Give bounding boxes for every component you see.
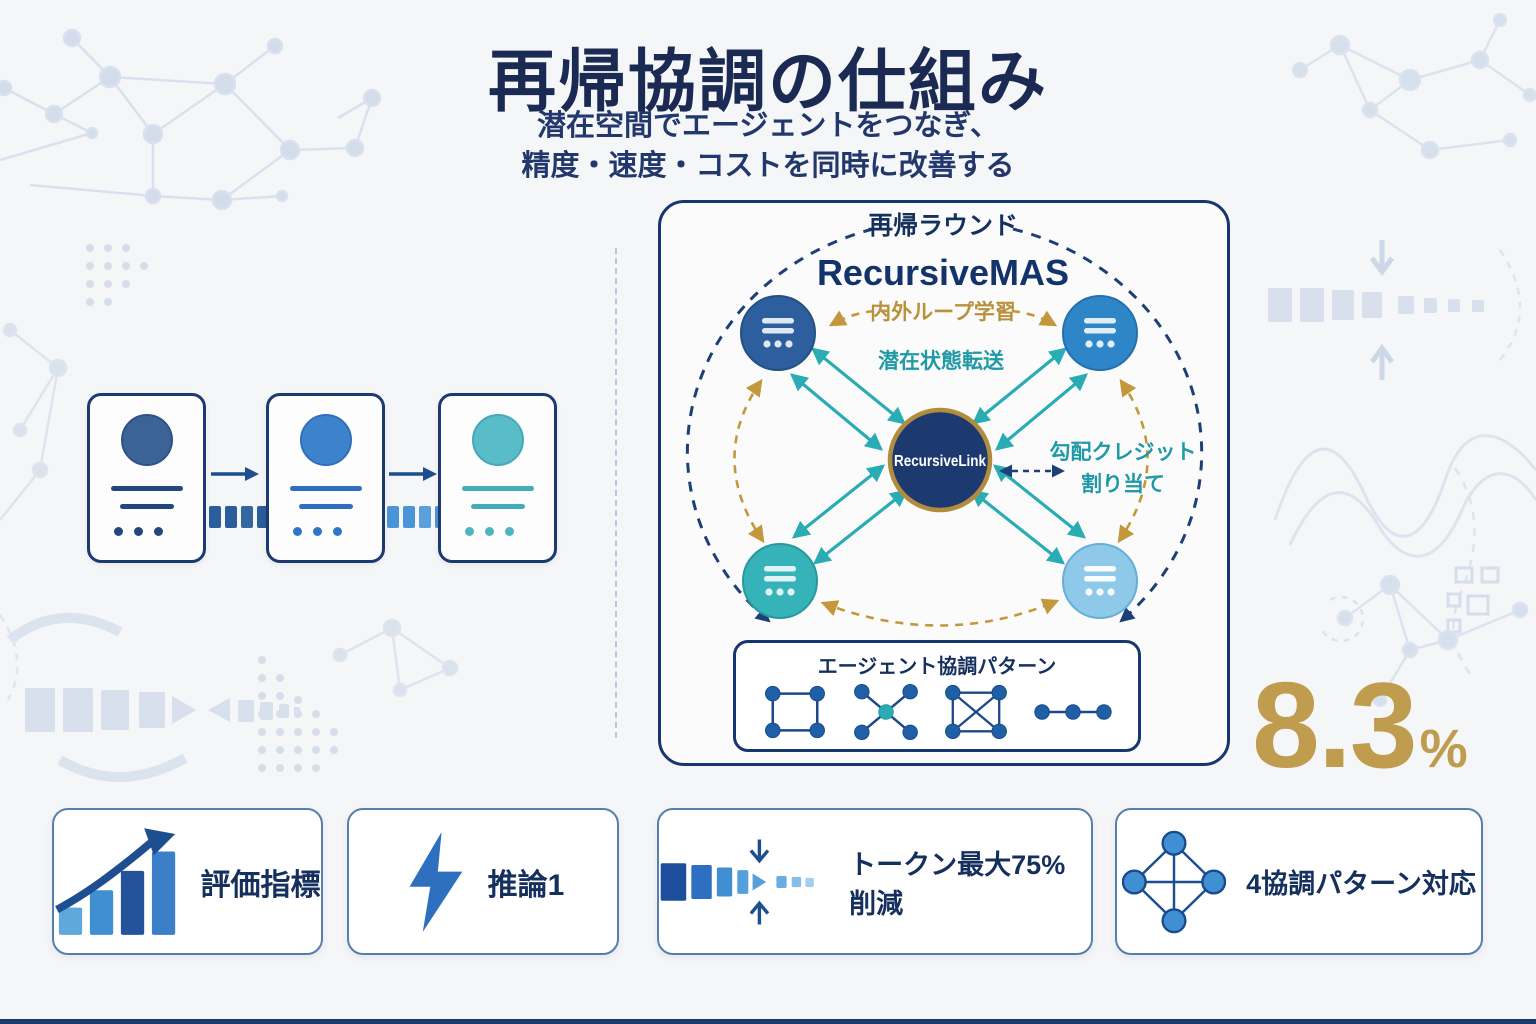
text-line-icon (119, 504, 174, 509)
flow-arrow-icon (211, 467, 259, 481)
feature-card-metrics: 評価指標 (52, 808, 323, 955)
feature-card-inference: 推論1 (347, 808, 619, 955)
pattern-row (736, 679, 1138, 741)
improvement-metric: 8.3 % (1252, 657, 1468, 793)
text-line-icon (470, 504, 525, 509)
feature-label: 4協調パターン対応 (1246, 869, 1476, 899)
subtitle-line-1: 潜在空間でエージェントをつなぎ、 (537, 110, 999, 142)
text-line-icon (110, 486, 183, 491)
ring-pattern-icon (765, 685, 826, 739)
agent-message-icon (1084, 566, 1116, 596)
recursive-mas-diagram: RecursiveLink 再帰ラウンド RecursiveMAS 内外ループ学… (658, 200, 1230, 766)
metric-value: 8.3 (1252, 657, 1418, 793)
subtitle-line-2: 精度・速度・コストを同時に改善する (521, 150, 1015, 183)
squares-motif-right (1446, 566, 1500, 634)
recursive-link-hub: RecursiveLink (887, 407, 993, 513)
agent-node-top-left (740, 295, 816, 371)
feature-label: 評価指標 (200, 868, 321, 902)
agent-message-icon (764, 566, 796, 596)
agent-avatar-icon (299, 414, 352, 466)
hub-label: RecursiveLink (894, 453, 986, 470)
agent-node-top-right (1062, 295, 1138, 371)
pipeline-card-3 (438, 393, 557, 563)
agent-avatar-icon (120, 414, 173, 466)
diagram-title: RecursiveMAS (817, 252, 1069, 293)
star-pattern-icon (853, 683, 918, 741)
ellipsis-dots-icon (433, 527, 546, 536)
ellipsis-dots-icon (261, 527, 374, 536)
page-subtitle: 潜在空間でエージェントをつなぎ、 精度・速度・コストを同時に改善する (0, 106, 1536, 186)
agent-node-bottom-left (742, 543, 818, 619)
vertical-divider (615, 248, 617, 738)
agent-message-icon (1084, 318, 1116, 348)
token-blocks-icon (209, 506, 269, 528)
token-motif-bottom-left (0, 612, 300, 782)
gradient-credit-label-1: 勾配クレジット (1050, 440, 1197, 464)
page-title: 再帰協調の仕組み (487, 44, 1048, 120)
chain-pattern-icon (1034, 704, 1112, 720)
feature-label: 推論1 (487, 868, 565, 902)
gradient-credit-label-2: 割り当て (1081, 472, 1165, 496)
agent-node-bottom-right (1062, 543, 1138, 619)
coordination-pattern-box: エージェント協調パターン (733, 640, 1141, 752)
metric-unit: % (1419, 719, 1468, 779)
round-label: 再帰ラウンド (868, 212, 1018, 240)
bar-chart-icon (54, 827, 175, 935)
pipeline-card-1 (87, 393, 206, 563)
network-diamond-icon (1122, 830, 1227, 933)
dot-grid-left (86, 244, 148, 306)
pattern-box-title: エージェント協調パターン (817, 656, 1057, 678)
wave-motif-right (1273, 434, 1536, 681)
recursive-round-ellipse (685, 227, 1204, 623)
compress-arrows-icon (749, 838, 770, 925)
agent-message-icon (762, 318, 794, 348)
text-line-icon (461, 486, 534, 491)
mesh-pattern-icon (945, 684, 1008, 740)
latent-transfer-arrows (789, 347, 1089, 565)
loop-learning-arcs (733, 309, 1149, 627)
feature-label: トークン最大75%削減 (849, 849, 1066, 919)
latent-transfer-label: 潜在状態転送 (878, 349, 1005, 373)
text-line-icon (298, 504, 353, 509)
pipeline-card-2 (266, 393, 385, 563)
diagram-graphics: RecursiveLink 再帰ラウンド RecursiveMAS 内外ループ学… (685, 212, 1204, 627)
dot-grid-center (258, 656, 338, 772)
agent-avatar-icon (471, 414, 524, 466)
lightning-icon (409, 831, 462, 932)
flow-arrow-icon (389, 467, 437, 481)
ellipsis-dots-icon (82, 527, 195, 536)
loop-learning-label: 内外ループ学習 (870, 300, 1016, 324)
text-line-icon (289, 486, 362, 491)
feature-card-patterns: 4協調パターン対応 (1115, 808, 1483, 955)
feature-card-token-reduction: トークン最大75%削減 (657, 808, 1093, 955)
bottom-accent-bar (0, 1019, 1536, 1024)
token-compression-icon (660, 838, 814, 925)
token-motif-right (1268, 240, 1522, 380)
